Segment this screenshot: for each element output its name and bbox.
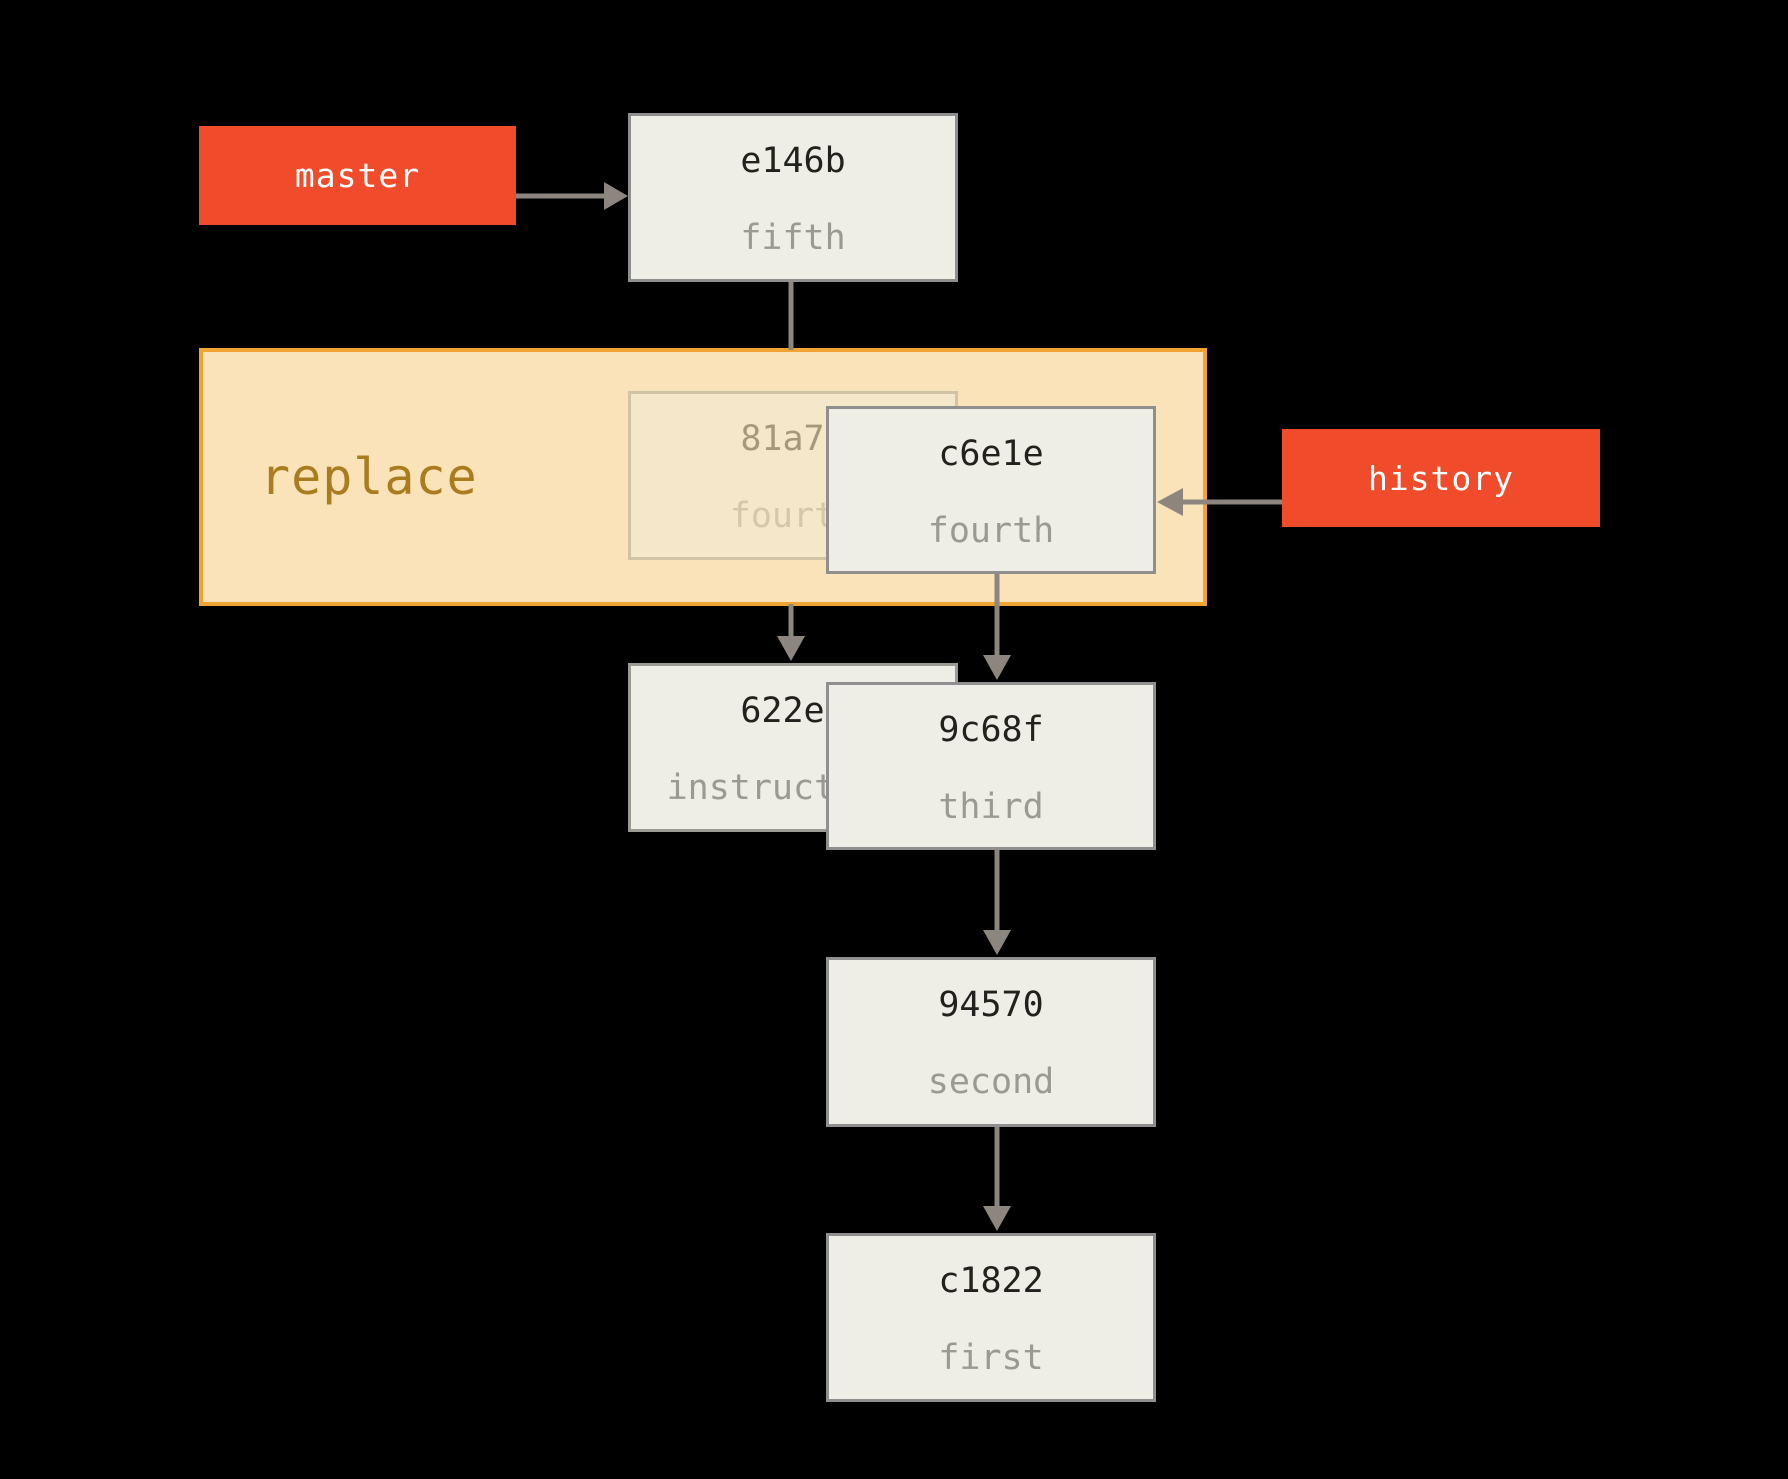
branch-label-history: history [1282,429,1600,527]
arrow-c6e1e-to-9c68f [983,574,1011,680]
commit-message: third [938,787,1044,827]
commit-message: fourth [927,511,1055,551]
commit-hash: c6e1e [938,434,1044,474]
commit-box-c6e1e: c6e1e fourth [826,406,1156,574]
commit-message: first [938,1338,1044,1378]
replace-region-label: replace [260,448,478,506]
commit-hash: 94570 [938,985,1044,1025]
commit-hash: 9c68f [938,710,1044,750]
commit-hash: e146b [740,141,846,181]
arrow-history-to-c6e1e [1157,488,1282,516]
commit-box-9c68f: 9c68f third [826,682,1156,850]
arrow-94570-to-c1822 [983,1127,1011,1231]
arrow-replace-to-622e [777,604,805,661]
commit-box-e146b: e146b fifth [628,113,958,282]
commit-box-c1822: c1822 first [826,1233,1156,1402]
branch-label-master: master [199,126,516,225]
commit-box-94570: 94570 second [826,957,1156,1127]
commit-message: second [927,1062,1055,1102]
arrow-master-to-e146b [516,182,628,210]
commit-hash: c1822 [938,1261,1044,1301]
commit-message: fifth [740,218,846,258]
arrow-9c68f-to-94570 [983,850,1011,955]
